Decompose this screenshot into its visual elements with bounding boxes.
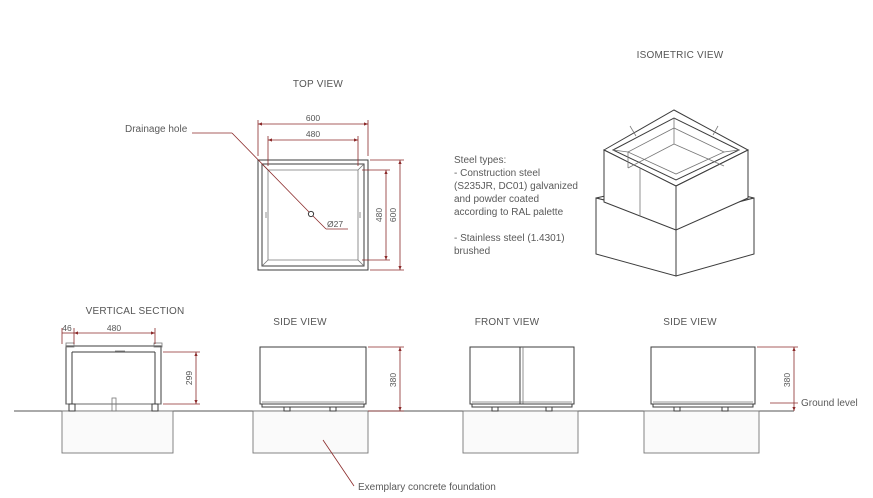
- note-line: (S235JR, DC01) galvanized: [454, 181, 578, 192]
- dim-top-outer-width: 600: [306, 113, 320, 123]
- drainage-leader: [231, 132, 310, 213]
- note-line: according to RAL palette: [454, 207, 564, 218]
- foundation-leader: [322, 439, 355, 487]
- note-line: and powder coated: [454, 194, 539, 205]
- top-view-title: TOP VIEW: [293, 79, 343, 90]
- isometric-view-title: ISOMETRIC VIEW: [637, 50, 724, 61]
- ground-level-label: Ground level: [801, 398, 858, 409]
- foundation-block: [462, 410, 579, 454]
- top-rim-square: [261, 163, 365, 267]
- dim-side-right-height: 380: [782, 373, 792, 387]
- vertical-section: 46 480 299: [61, 323, 200, 412]
- side-view-left: 380: [259, 346, 404, 412]
- foundation-block: [61, 410, 174, 454]
- side-view-right: 380: [650, 346, 798, 412]
- note-line: Steel types:: [454, 155, 506, 166]
- foundation-block: [643, 410, 760, 454]
- drainage-hole-label: Drainage hole: [125, 124, 188, 135]
- dim-top-inner-width: 480: [306, 129, 320, 139]
- foundation-block: [252, 410, 369, 454]
- dim-section-wall: 46: [62, 323, 72, 333]
- dim-section-height: 299: [184, 371, 194, 385]
- note-line: - Construction steel: [454, 168, 540, 179]
- isometric-view: [595, 109, 755, 277]
- top-view: 600 480 480 600 Drainage hole Ø27: [125, 113, 404, 271]
- steel-types-note: Steel types: - Construction steel (S235J…: [454, 155, 578, 257]
- dim-section-inner-width: 480: [107, 323, 121, 333]
- dim-top-outer-height: 600: [388, 208, 398, 222]
- top-outer-square: [257, 159, 369, 271]
- vertical-section-title: VERTICAL SECTION: [86, 306, 185, 317]
- note-line: - Stainless steel (1.4301): [454, 233, 565, 244]
- front-view-title: FRONT VIEW: [475, 317, 540, 328]
- front-view: [469, 346, 575, 412]
- side-view-right-title: SIDE VIEW: [663, 317, 717, 328]
- dim-side-height: 380: [388, 373, 398, 387]
- dim-top-inner-height: 480: [374, 208, 384, 222]
- dim-drain-diameter: Ø27: [327, 219, 343, 229]
- foundation-label: Exemplary concrete foundation: [358, 482, 496, 493]
- side-view-left-title: SIDE VIEW: [273, 317, 327, 328]
- note-line: brushed: [454, 246, 490, 257]
- drainage-hole: [307, 210, 315, 218]
